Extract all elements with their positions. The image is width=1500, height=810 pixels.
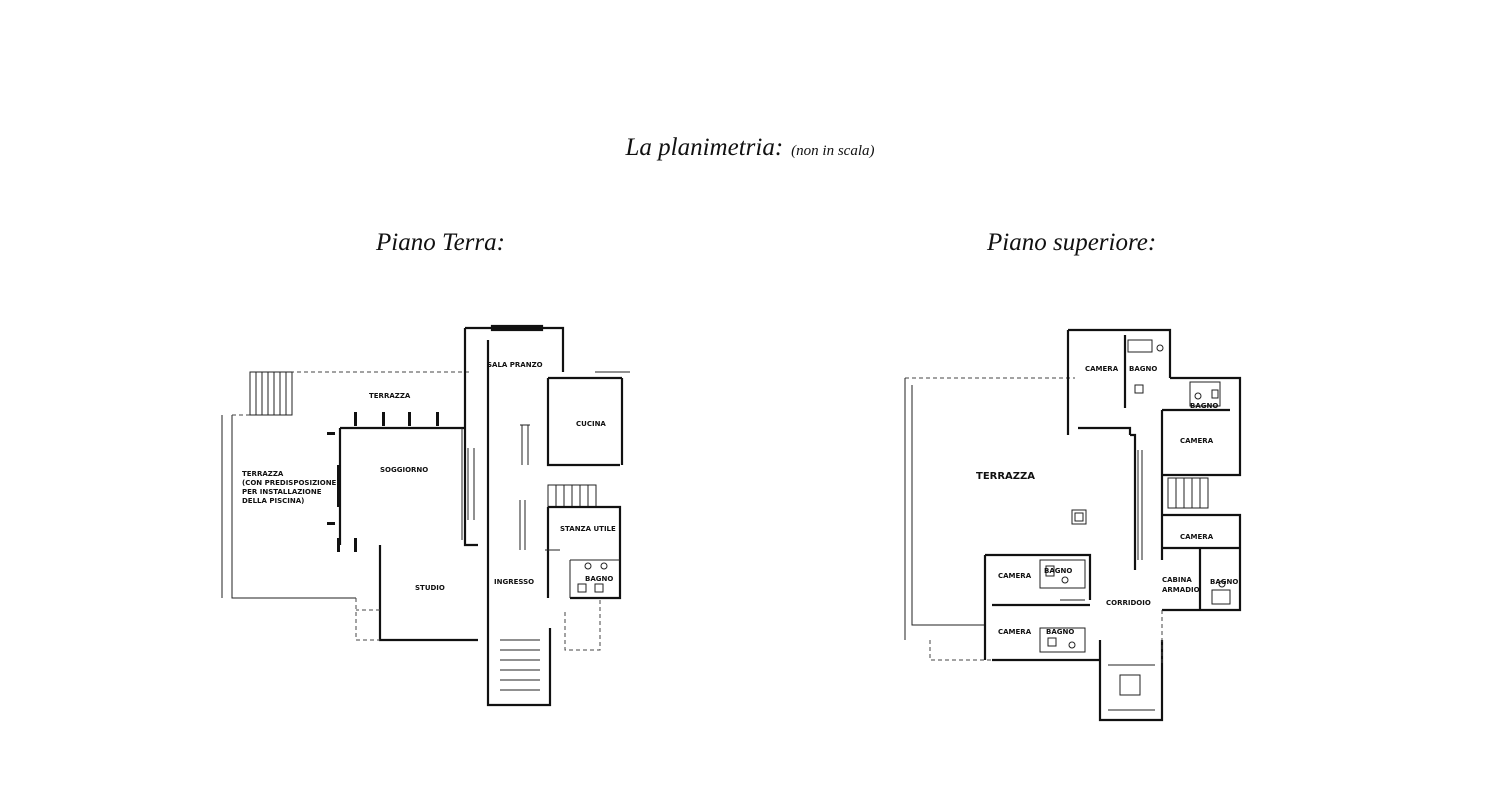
kitchen-fixtures (520, 371, 630, 465)
entrance-door-marks (519, 500, 560, 551)
upper-entrance-walls (1098, 640, 1164, 722)
kitchen-walls (546, 376, 624, 467)
entrance-stairs (500, 639, 540, 691)
label-camera-3: CAMERA (1180, 533, 1214, 541)
bathroom-fixture-1 (577, 583, 587, 593)
label-cabina-line1: CABINA (1162, 576, 1192, 584)
page-title: La planimetria: (non in scala) (0, 134, 1500, 162)
upper-left-lower-walls (983, 553, 1100, 662)
label-terrazza-line4: DELLA PISCINA) (242, 497, 304, 505)
dining-room-walls (463, 326, 565, 628)
lower-outline (355, 598, 380, 641)
upper-right-lower-walls (1162, 513, 1242, 612)
stair-top-left (249, 371, 293, 416)
label-bagno-5: BAGNO (1046, 628, 1074, 636)
label-sala-pranzo: SALA PRANZO (487, 361, 543, 369)
label-studio: STUDIO (415, 584, 445, 592)
bath4-fixtures (1211, 589, 1231, 605)
label-bagno-2: BAGNO (1190, 402, 1218, 410)
label-corridoio: CORRIDOIO (1106, 599, 1151, 607)
corridor-walls (1130, 433, 1164, 570)
bathroom-fixture-2 (594, 583, 604, 593)
label-camera-5: CAMERA (998, 628, 1032, 636)
entrance-walls (486, 628, 552, 707)
entrance-outline (564, 598, 601, 651)
label-bagno-4: BAGNO (1210, 578, 1238, 586)
living-room-inner-walls (461, 428, 475, 540)
upper-floor-title: Piano superiore: (987, 229, 1157, 256)
utility-room-walls (546, 505, 622, 600)
label-bagno-1: BAGNO (1129, 365, 1157, 373)
label-cabina-line2: ARMADIO (1162, 586, 1200, 594)
bath2-fixtures (1189, 381, 1221, 407)
title-main: La planimetria: (625, 134, 784, 161)
label-terrazza-line3: PER INSTALLAZIONE (242, 488, 322, 496)
label-bagno-3: BAGNO (1044, 567, 1072, 575)
terrace-skylight (1071, 509, 1087, 525)
ground-floor-title: Piano Terra: (376, 229, 505, 256)
corridor-inner-walls (1137, 450, 1143, 560)
label-stanza-utile: STANZA UTILE (560, 525, 616, 533)
large-terrace-walls (904, 378, 985, 640)
bath5-fixtures (1039, 627, 1086, 653)
upper-entrance-inner (1108, 664, 1155, 711)
label-camera-1: CAMERA (1085, 365, 1119, 373)
upper-floor-plan (904, 328, 1242, 722)
ground-floor-plan (221, 324, 630, 707)
label-terrazza-top: TERRAZZA (369, 392, 411, 400)
bathroom-fixture-4 (600, 562, 608, 570)
bath3-fixtures (1039, 559, 1086, 601)
bathroom-fixture-3 (584, 562, 592, 570)
stair-upper (1167, 477, 1209, 509)
toilet-1 (1156, 344, 1164, 352)
upper-top-walls (1066, 328, 1172, 435)
sink-1 (1134, 384, 1144, 394)
label-cucina: CUCINA (576, 420, 606, 428)
stair-middle (547, 484, 597, 508)
label-camera-4: CAMERA (998, 572, 1032, 580)
living-room-walls (338, 426, 478, 642)
label-bagno: BAGNO (585, 575, 613, 583)
dining-window (490, 324, 544, 332)
label-terrazza-line2: (CON PREDISPOSIZIONE (242, 479, 337, 487)
label-ingresso: INGRESSO (494, 578, 534, 586)
tub-1 (1127, 339, 1153, 353)
pool-terrace-outline (221, 415, 356, 599)
label-camera-2: CAMERA (1180, 437, 1214, 445)
upper-right-walls (1160, 376, 1242, 477)
pillars (327, 412, 439, 552)
label-soggiorno: SOGGIORNO (380, 466, 428, 474)
label-terrazza: TERRAZZA (976, 471, 1035, 482)
title-subtitle: (non in scala) (791, 143, 875, 159)
label-terrazza-line1: TERRAZZA (242, 470, 284, 478)
bathroom-partition (569, 559, 620, 598)
